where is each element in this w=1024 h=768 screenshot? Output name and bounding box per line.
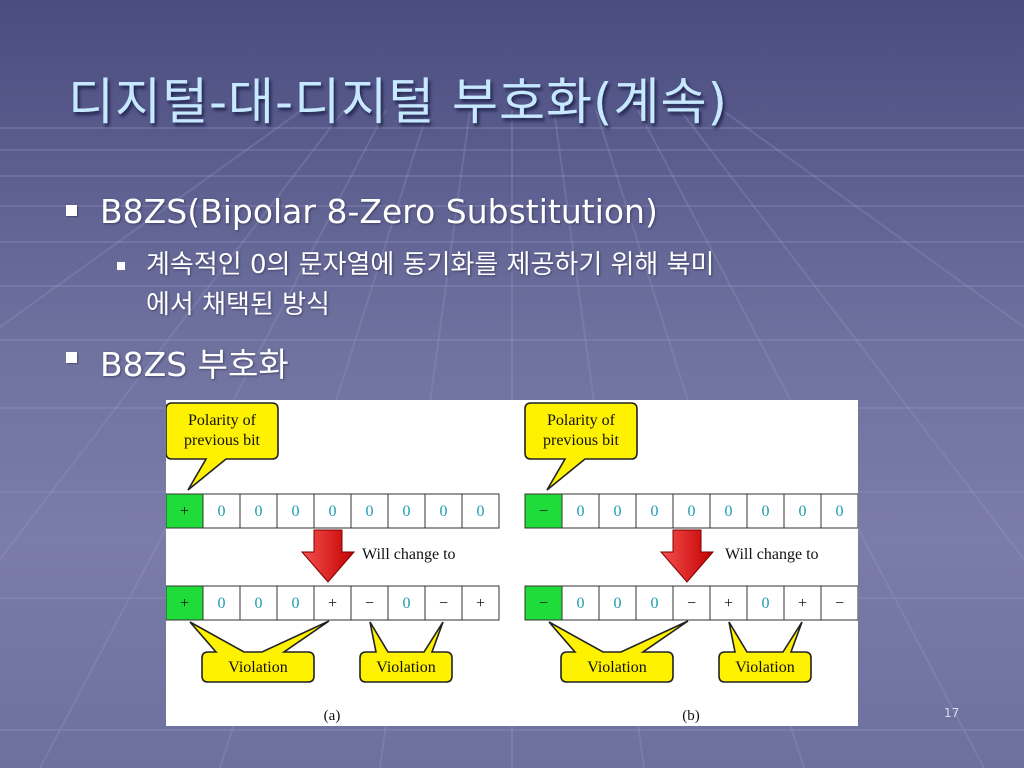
polarity-cell [524,493,563,529]
polarity-callout [524,402,638,491]
bit-cell: 0 [614,503,622,520]
bit-cell: 0 [577,595,585,612]
bullet-b8zs-encoding: B8ZS 부호화 [100,345,289,384]
bit-cell: + [798,595,807,612]
violation-label: Violation [228,659,287,676]
bit-cell: 0 [651,503,659,520]
bit-cell: 0 [651,595,659,612]
bit-cell: + [328,595,337,612]
b8zs-figure: Polarity of previous bit + 0 0 0 0 0 0 0 [166,400,858,726]
bullet-marker [66,205,77,216]
bit-cell: 0 [403,503,411,520]
bit-cell: 0 [762,503,770,520]
polarity-cell [524,585,563,621]
bit-cell: 0 [366,503,374,520]
bit-cell: − [835,595,844,612]
bit-cell: 0 [403,595,411,612]
violation-callout [718,621,812,683]
sub-bullet-line1: 계속적인 0의 문자열에 동기화를 제공하기 위해 북미 [146,250,715,280]
bit-cell: 0 [218,503,226,520]
slide-title: 디지털-대-디지털 부호화(계속) [68,73,728,131]
bit-cell: 0 [836,503,844,520]
bit-cell: 0 [292,503,300,520]
bit-cell: − [539,595,548,612]
will-change-label: Will change to [725,546,819,563]
bit-cell: + [180,503,189,520]
sub-bullet-line2: 에서 채택된 방식 [146,290,330,320]
bit-cell: − [687,595,696,612]
panel-a: Polarity of previous bit + 0 0 0 0 0 0 0 [166,402,500,724]
bit-cell: 0 [762,595,770,612]
violation-label: Violation [376,659,435,676]
bottom-bit-row: + 0 0 0 + − 0 − + [166,585,500,621]
violation-callout [359,621,453,683]
down-arrow [659,529,715,583]
will-change-label: Will change to [362,546,456,563]
bit-cell: − [439,595,448,612]
callout-line1: Polarity of [547,412,616,429]
bit-cell: 0 [688,503,696,520]
slide-number: 17 [944,706,960,720]
bottom-bit-row: − 0 0 0 − + 0 + − [524,585,858,621]
bit-cell: 0 [329,503,337,520]
bit-cell: 0 [255,595,263,612]
violation-callout [548,620,689,683]
panel-caption: (a) [324,708,341,724]
bit-cell: − [365,595,374,612]
bit-cell: 0 [218,595,226,612]
polarity-cell [166,493,204,529]
bit-cell: 0 [255,503,263,520]
top-bit-row: − 0 0 0 0 0 0 0 0 [524,493,858,529]
bit-cell: 0 [799,503,807,520]
bit-cell: + [476,595,485,612]
bullet-b8zs: B8ZS(Bipolar 8-Zero Substitution) [100,192,658,231]
bit-cell: 0 [725,503,733,520]
violation-callout [189,620,330,683]
top-bit-row: + 0 0 0 0 0 0 0 0 [166,493,500,529]
bullet-marker [66,352,77,363]
callout-line2: previous bit [543,432,620,449]
panel-b: Polarity of previous bit − 0 0 0 0 0 0 0 [524,402,858,724]
panel-caption: (b) [682,708,700,724]
callout-line1: Polarity of [188,412,257,429]
bit-cell: + [724,595,733,612]
callout-line2: previous bit [184,432,261,449]
bit-cell: 0 [292,595,300,612]
down-arrow [300,529,356,583]
bit-cell: − [539,503,548,520]
bit-cell: 0 [440,503,448,520]
sub-bullet-marker [117,262,125,270]
bit-cell: + [180,595,189,612]
polarity-callout [166,402,279,491]
bit-cell: 0 [477,503,485,520]
bit-cell: 0 [577,503,585,520]
polarity-cell [166,585,204,621]
bit-cell: 0 [614,595,622,612]
violation-label: Violation [735,659,794,676]
violation-label: Violation [587,659,646,676]
